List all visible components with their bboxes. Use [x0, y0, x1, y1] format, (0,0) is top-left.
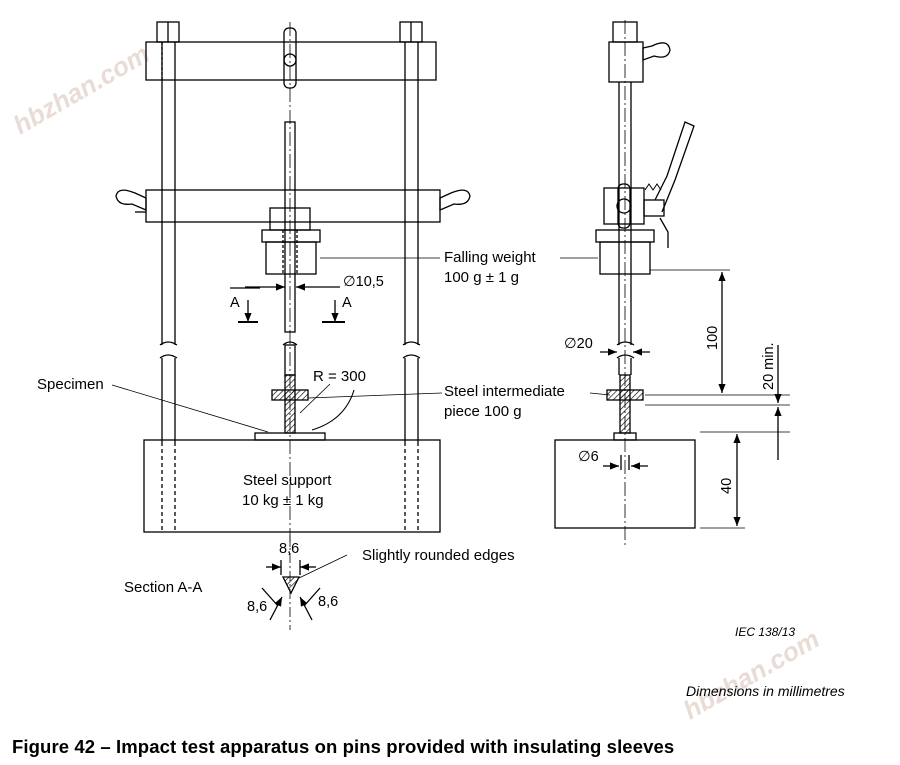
svg-text:hbzhan.com: hbzhan.com [8, 38, 154, 140]
front-view [111, 21, 471, 630]
dim-10-5: ∅10,5 [343, 274, 384, 290]
apparatus-drawing: hbzhan.com hbzhan.com [8, 20, 824, 720]
falling-weight-label: Falling weight [444, 249, 537, 266]
rounded-edges-label: Slightly rounded edges [362, 547, 515, 564]
steel-support-mass: 10 kg ± 1 kg [242, 492, 324, 509]
dim-dia-6: ∅6 [578, 449, 599, 465]
side-view [554, 20, 790, 545]
specimen-label: Specimen [37, 376, 104, 393]
section-mark-left: A [230, 295, 240, 311]
dim-100: 100 [705, 326, 721, 350]
intermediate-piece-label: Steel intermediate [444, 383, 565, 400]
dim-20-min: 20 min. [761, 342, 777, 390]
intermediate-piece-mass: piece 100 g [444, 403, 522, 420]
dim-8-6-right: 8,6 [318, 594, 338, 610]
section-title: Section A-A [124, 579, 202, 596]
watermark-left: hbzhan.com [8, 38, 154, 140]
radius-label: R = 300 [313, 368, 366, 385]
dim-40: 40 [719, 478, 735, 494]
dim-dia-20: ∅20 [564, 336, 593, 352]
dim-8-6-top: 8,6 [279, 541, 299, 557]
figure-caption: Figure 42 – Impact test apparatus on pin… [12, 736, 675, 757]
dimensions-note: Dimensions in millimetres [686, 683, 845, 699]
dim-8-6-left: 8,6 [247, 599, 267, 615]
iec-reference: IEC 138/13 [735, 625, 795, 639]
section-mark-right: A [342, 295, 352, 311]
steel-support-label: Steel support [243, 472, 332, 489]
falling-weight-mass: 100 g ± 1 g [444, 269, 519, 286]
